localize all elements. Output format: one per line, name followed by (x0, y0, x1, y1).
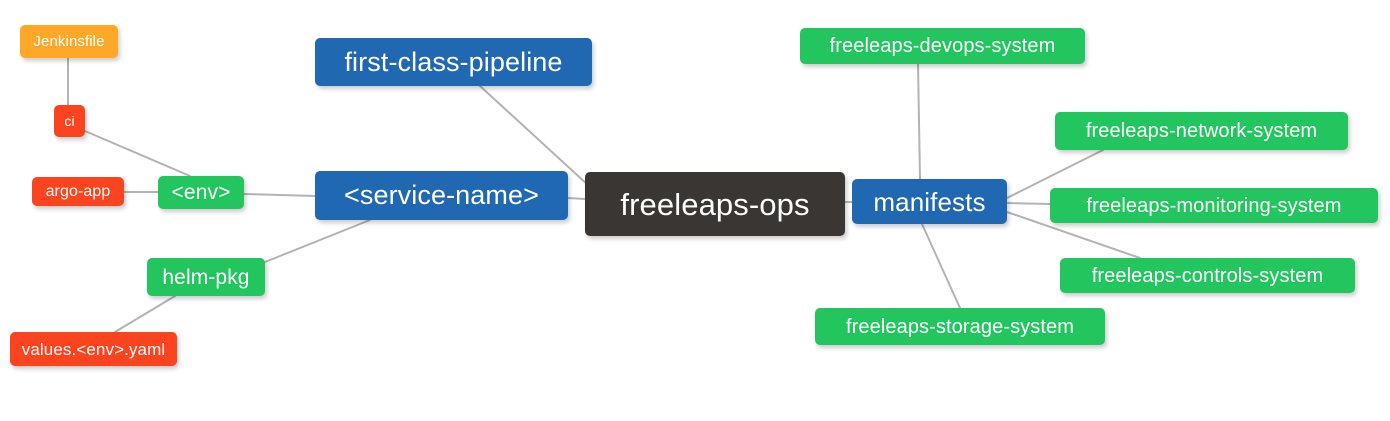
mindmap-node-label: values.<env>.yaml (21, 339, 166, 359)
mindmap-node-env[interactable]: <env> (158, 176, 244, 209)
mindmap-node-label: Jenkinsfile (33, 33, 105, 50)
mindmap-node-helm-pkg[interactable]: helm-pkg (147, 258, 265, 296)
mindmap-node-label: argo-app (45, 182, 111, 200)
mindmap-edge (921, 223, 961, 309)
mindmap-node-freeleaps-devops-system[interactable]: freeleaps-devops-system (800, 28, 1085, 64)
mindmap-node-service-name[interactable]: <service-name> (315, 171, 568, 220)
mindmap-node-label: first-class-pipeline (344, 46, 563, 77)
mindmap-node-label: freeleaps-devops-system (829, 35, 1056, 57)
mindmap-node-freeleaps-controls-system[interactable]: freeleaps-controls-system (1060, 258, 1355, 293)
mindmap-node-label: freeleaps-monitoring-system (1086, 194, 1342, 217)
mindmap-node-label: <service-name> (344, 180, 539, 210)
mindmap-edge (264, 219, 371, 263)
mindmap-node-values-env-yaml[interactable]: values.<env>.yaml (10, 332, 177, 366)
mindmap-node-freeleaps-network-system[interactable]: freeleaps-network-system (1055, 112, 1348, 150)
mindmap-node-freeleaps-ops[interactable]: freeleaps-ops (585, 172, 845, 236)
mindmap-node-label: ci (64, 113, 75, 129)
mindmap-edge (917, 63, 921, 180)
mindmap-node-label: freeleaps-ops (620, 186, 810, 222)
mindmap-node-jenkinsfile[interactable]: Jenkinsfile (20, 25, 118, 58)
mindmap-edge (243, 193, 316, 197)
mindmap-node-argo-app[interactable]: argo-app (32, 177, 124, 206)
mindmap-node-freeleaps-storage-system[interactable]: freeleaps-storage-system (815, 308, 1105, 345)
mindmap-node-label: manifests (873, 186, 986, 217)
mindmap-node-freeleaps-monitoring-system[interactable]: freeleaps-monitoring-system (1050, 188, 1378, 223)
mindmap-edge (567, 197, 586, 200)
mindmap-node-label: <env> (171, 181, 231, 204)
mindmap-edge (114, 295, 176, 333)
mindmap-node-label: freeleaps-storage-system (845, 315, 1075, 338)
mindmap-node-label: helm-pkg (162, 265, 250, 289)
mindmap-node-label: freeleaps-network-system (1085, 120, 1318, 142)
mindmap-node-ci[interactable]: ci (54, 105, 85, 137)
mindmap-node-label: freeleaps-controls-system (1091, 264, 1324, 287)
mindmap-node-first-class-pipeline[interactable]: first-class-pipeline (315, 38, 592, 86)
mindmap-node-manifests[interactable]: manifests (852, 179, 1007, 224)
mindmap-edge (84, 130, 191, 177)
mindmap-edge (1006, 202, 1051, 205)
